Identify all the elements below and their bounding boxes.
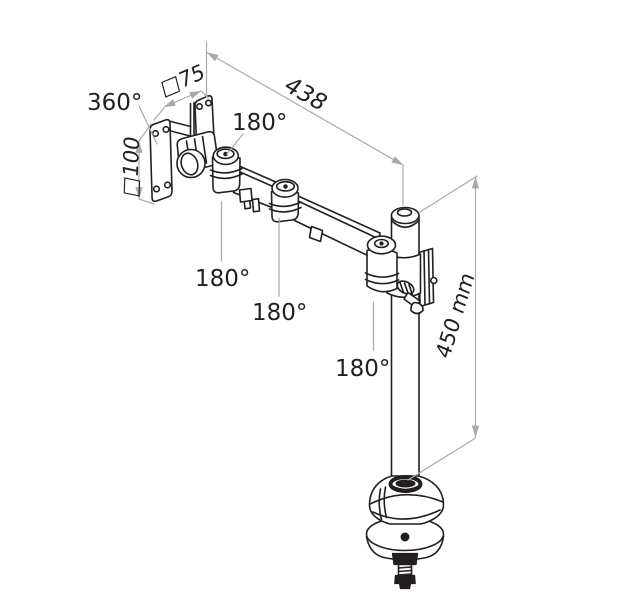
extension-line-75-right <box>200 90 209 99</box>
vesa-plate-left <box>149 118 173 203</box>
vesa-hole <box>162 125 170 134</box>
disc-screw <box>400 532 410 542</box>
label-swivel-pole: 180° <box>335 356 390 382</box>
vesa-bracket <box>168 101 195 137</box>
label-swivel-mid: 180° <box>252 300 307 326</box>
label-swivel-elbow: 180° <box>195 266 250 292</box>
cable-clip <box>251 197 261 213</box>
extension-line-100-bottom <box>138 198 155 205</box>
dimension-lines <box>135 41 480 481</box>
leader-180-elbow <box>226 133 244 155</box>
label-vesa-height-100: □100 <box>117 134 144 199</box>
pole <box>390 206 420 481</box>
extension-line-450-top <box>419 175 478 213</box>
cable-clip <box>308 225 324 243</box>
label-pole-height-450: 450 mm <box>431 268 480 362</box>
vesa-hole <box>163 181 172 189</box>
grommet-bolt <box>391 552 419 590</box>
leader-360 <box>138 105 158 145</box>
tilt-hinge <box>176 130 219 179</box>
pole-clamp <box>364 235 438 315</box>
extension-line-75-left <box>153 107 165 121</box>
clamp-lever <box>396 280 424 315</box>
vesa-hole <box>151 129 160 138</box>
label-vesa-rotation: 360° <box>87 90 142 116</box>
dimension-line-75 <box>163 90 202 108</box>
extension-line-450-bottom <box>407 437 477 481</box>
label-vesa-width-75: □75 <box>158 58 207 100</box>
base-dome <box>368 475 445 542</box>
label-swivel-vesa: 180° <box>232 110 287 136</box>
dimension-line-438 <box>206 51 404 166</box>
swivel-joint-mid <box>268 178 302 223</box>
vesa-hole <box>152 185 161 193</box>
